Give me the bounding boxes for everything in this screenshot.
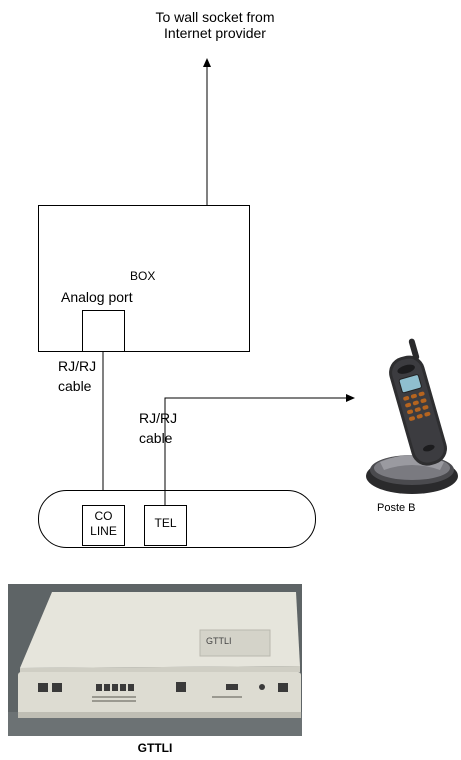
svg-text:GTTLI: GTTLI [206, 636, 232, 646]
cable-right-label: RJ/RJ cable [139, 408, 177, 448]
wall-socket-label-line1: To wall socket from [155, 9, 275, 25]
wall-socket-label: To wall socket from Internet provider [120, 9, 310, 41]
phone-label: Poste B [377, 502, 416, 514]
box-rectangle [38, 205, 250, 352]
cable-left-label: RJ/RJ cable [58, 356, 96, 396]
device-label: GTTLI [137, 741, 173, 755]
co-line-label-line2: LINE [90, 524, 117, 538]
wall-socket-label-line2: Internet provider [164, 25, 266, 42]
co-line-label-line1: CO [94, 509, 113, 523]
box-label: BOX [130, 269, 156, 283]
cable-right-label-line2: cable [139, 430, 173, 446]
tel-port [144, 505, 187, 546]
cable-right-label-line1: RJ/RJ [139, 410, 178, 426]
co-line-port [82, 505, 125, 546]
cable-left-label-line1: RJ/RJ [58, 358, 97, 374]
arrow-up-icon [203, 58, 211, 67]
tel-label: TEL [154, 516, 177, 530]
gttli-device-photo: GTTLI [8, 584, 302, 736]
co-line-label: CO LINE [83, 509, 124, 539]
rj-cable-tel [164, 397, 346, 505]
arrow-right-icon [346, 394, 355, 402]
cable-left-label-line2: cable [58, 378, 92, 394]
cordless-phone-icon [366, 338, 458, 494]
analog-port-label: Analog port [61, 289, 133, 305]
analog-port-rectangle [82, 310, 125, 352]
